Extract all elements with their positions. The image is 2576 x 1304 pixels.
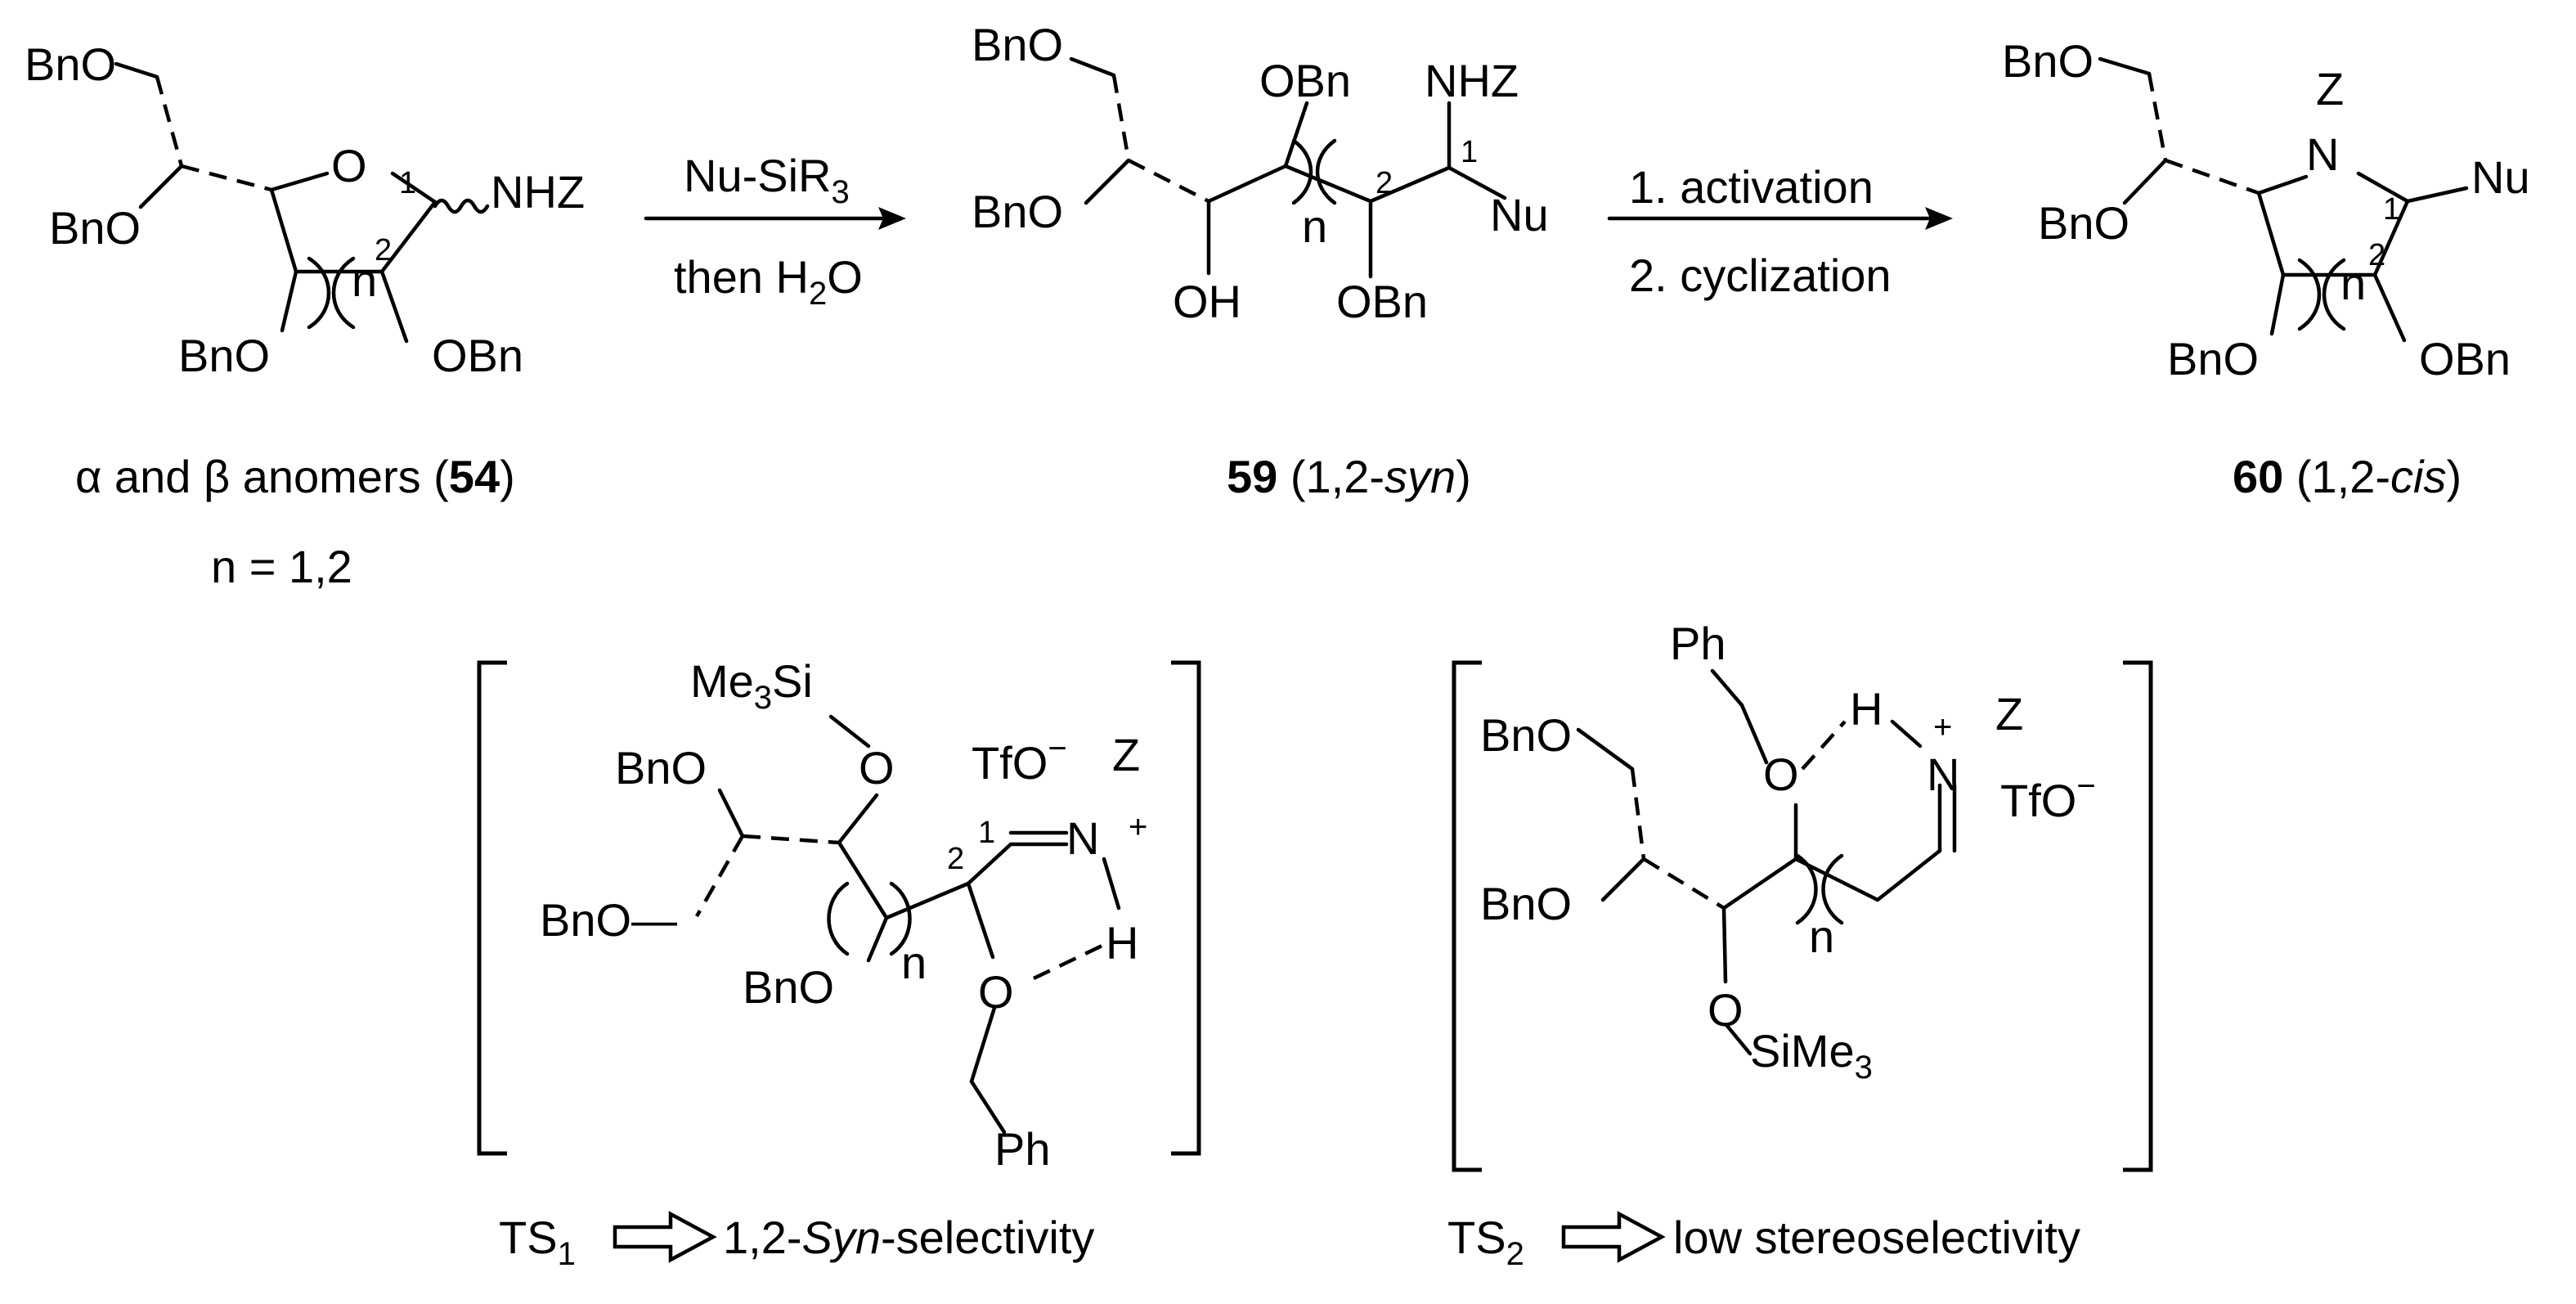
- carbon-locant-2: 2: [1376, 166, 1393, 200]
- atom-label: BnO: [1480, 878, 1572, 929]
- atom-label: BnO: [972, 186, 1063, 237]
- compound-59: BnO BnO OBn NHZ Nu OH OBn n 1 2: [972, 19, 1549, 327]
- compound-59-caption: 59 (1,2-syn): [1227, 451, 1471, 502]
- right-bracket: [1171, 660, 1201, 1156]
- atom-label: BnO: [615, 742, 707, 794]
- carbon-locant-1: 1: [2383, 192, 2400, 227]
- step-1-reagent: Nu-SiR3: [684, 150, 850, 210]
- carbon-locant-2: 2: [375, 233, 392, 268]
- atom-label: OBn: [1259, 55, 1351, 106]
- benzyl-oxygen-label: O: [978, 966, 1014, 1018]
- left-bracket: [477, 660, 507, 1156]
- iminium-nitrogen-label: N: [1927, 749, 1959, 800]
- silyl-ether-oxygen-label: O: [859, 742, 895, 794]
- atom-label: BnO: [49, 202, 141, 254]
- ts-2-outcome-arrow: [1561, 1211, 1666, 1263]
- atom-label: BnO: [178, 330, 270, 381]
- compound-54: BnO O NHZ BnO BnO OBn n 1 2: [25, 38, 585, 381]
- ts-1-outcome: 1,2-Syn-selectivity: [723, 1212, 1094, 1263]
- carbon-locant-1: 1: [978, 816, 995, 850]
- repeat-index-label: n: [352, 254, 377, 306]
- repeat-index-label: n: [2340, 258, 2366, 309]
- nucleophile-label: Nu: [2471, 151, 2530, 203]
- phenyl-label: Ph: [994, 1123, 1051, 1175]
- carbon-locant-2: 2: [2368, 238, 2385, 272]
- repeat-index-label: n: [1809, 911, 1834, 962]
- step-1-arrow: [644, 207, 906, 230]
- step-2-activation: 1. activation: [1629, 161, 1874, 213]
- amine-label: NHZ: [1425, 55, 1519, 106]
- compound-60-bonds: [2098, 56, 2469, 343]
- atom-label: BnO: [2002, 35, 2094, 87]
- protecting-group-label: Z: [2316, 63, 2344, 115]
- step-2-arrow: [1607, 207, 1953, 230]
- compound-54-caption: α and β anomers (54): [75, 451, 515, 502]
- ts-2-bonds: [1576, 668, 1957, 1056]
- atom-label: BnO: [743, 961, 834, 1013]
- protecting-group-label: Z: [1112, 729, 1140, 780]
- transition-state-1: Me3Si O BnO BnO— TfO− Z N + H BnO n O Ph…: [477, 655, 1201, 1272]
- atom-label: BnO: [1480, 709, 1572, 761]
- atom-label: BnO—: [540, 894, 677, 946]
- atom-label: BnO: [25, 38, 116, 90]
- repeat-index-label: n: [1302, 200, 1327, 252]
- amine-label: NHZ: [491, 166, 585, 218]
- ts-2-outcome: low stereoselectivity: [1673, 1212, 2080, 1263]
- step-2-cyclization: 2. cyclization: [1629, 250, 1892, 301]
- hydrogen-label: H: [1106, 917, 1138, 969]
- triflate-label: TfO−: [2000, 768, 2096, 826]
- atom-label: OBn: [2419, 333, 2511, 384]
- trimethylsilyl-label: SiMe3: [1750, 1025, 1873, 1086]
- right-bracket: [2123, 660, 2153, 1172]
- benzyl-oxygen-label: O: [1763, 749, 1799, 800]
- compound-60-caption: 60 (1,2-cis): [2233, 451, 2462, 502]
- ring-nitrogen-label: N: [2306, 128, 2339, 180]
- protecting-group-label: Z: [1995, 688, 2023, 740]
- atom-label: BnO: [2038, 197, 2129, 249]
- triflate-label: TfO−: [972, 731, 1067, 789]
- atom-label: OBn: [432, 330, 523, 381]
- carbon-locant-2: 2: [947, 842, 964, 876]
- nucleophile-label: Nu: [1490, 189, 1549, 241]
- transition-state-2: Ph H + Z BnO O N TfO− BnO n O SiMe3 TS2 …: [1447, 618, 2153, 1272]
- positive-charge-label: +: [1129, 809, 1147, 845]
- ts-1-outcome-arrow: [613, 1211, 717, 1263]
- n-values-caption: n = 1,2: [211, 541, 352, 592]
- compound-59-bonds: [1069, 56, 1507, 279]
- hydrogen-label: H: [1850, 683, 1883, 735]
- ts-1-label: TS1: [499, 1212, 576, 1272]
- trimethylsilyl-label: Me3Si: [690, 655, 813, 716]
- atom-label: BnO: [972, 19, 1063, 70]
- atom-label: BnO: [2167, 333, 2259, 384]
- compound-54-bonds: [114, 61, 490, 344]
- ts-2-label: TS2: [1447, 1212, 1524, 1272]
- atom-label: OBn: [1336, 276, 1428, 327]
- hydroxyl-label: OH: [1173, 276, 1241, 327]
- positive-charge-label: +: [1933, 709, 1952, 745]
- ts-1-bonds: [695, 714, 1121, 1135]
- ring-oxygen-label: O: [331, 140, 367, 191]
- iminium-nitrogen-label: N: [1066, 812, 1099, 864]
- carbon-locant-1: 1: [1461, 135, 1478, 169]
- left-bracket: [1452, 660, 1482, 1172]
- step-1-workup: then H2O: [674, 251, 863, 312]
- silyl-ether-oxygen-label: O: [1708, 984, 1744, 1036]
- phenyl-label: Ph: [1670, 618, 1726, 669]
- carbon-locant-1: 1: [399, 166, 416, 200]
- compound-60: BnO Z N Nu BnO BnO OBn n 1 2: [2002, 35, 2530, 384]
- repeat-index-label: n: [901, 937, 927, 988]
